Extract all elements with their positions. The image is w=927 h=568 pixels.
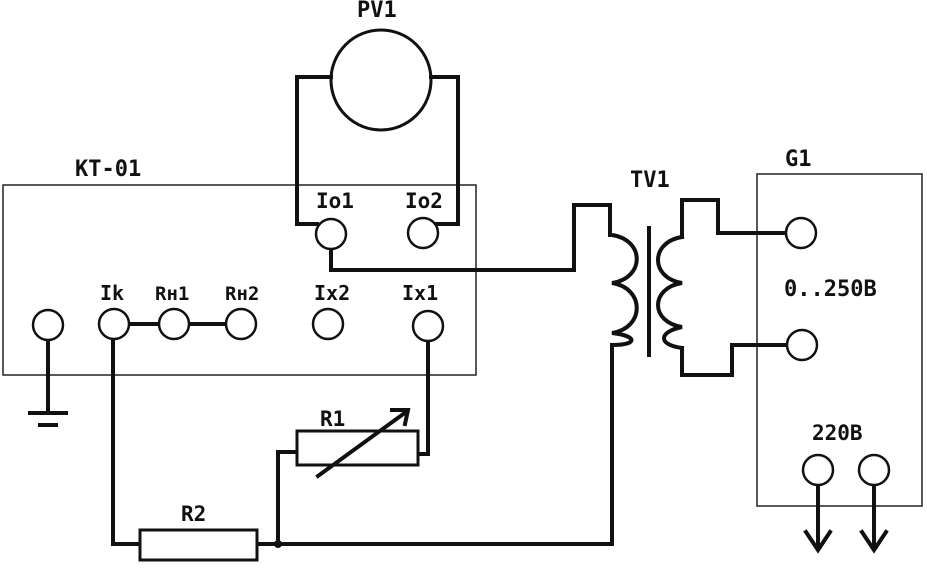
terminal-ix2: [311, 307, 345, 341]
voltmeter-icon: [329, 28, 433, 132]
wire-r1-ix1: [416, 338, 430, 456]
terminal-io1: [314, 217, 348, 251]
g1-range-label: 0..250B: [784, 277, 877, 302]
g1-generator-body: [756, 173, 923, 507]
resistor-icon: [138, 528, 259, 562]
terminal-ix1: [411, 309, 445, 343]
arrow-down-icon: [803, 529, 889, 554]
ik-label: Ik: [100, 281, 124, 305]
pv1-label: PV1: [357, 0, 397, 23]
kt01-label: KT-01: [75, 157, 141, 182]
wire-tv1-g1-top: [680, 198, 788, 239]
rn1-label: Rн1: [155, 283, 189, 305]
wire-junction-r1: [276, 450, 299, 546]
transformer-icon: [609, 226, 685, 357]
r1-label: R1: [320, 407, 345, 431]
terminal-rn1: [157, 307, 191, 341]
kt01-device-body: [2, 184, 477, 376]
wire-pv1-io1: [295, 75, 333, 226]
io1-label: Io1: [316, 189, 354, 213]
terminal-mains-left: [801, 453, 835, 487]
g1-label: G1: [785, 147, 812, 172]
wire-ik-r2: [111, 336, 142, 546]
terminal-ik: [97, 307, 131, 341]
wire-io1-tv1: [329, 203, 612, 272]
terminal-ground: [31, 308, 65, 342]
mains-voltage-label: 220B: [812, 421, 863, 445]
r2-label: R2: [181, 502, 206, 526]
mains-left-arrow: [803, 529, 833, 554]
pv1-voltmeter: [329, 28, 433, 132]
ix1-label: Ix1: [402, 281, 438, 305]
r1-adjust-arrowhead: [390, 408, 411, 427]
io2-label: Io2: [405, 189, 443, 213]
mains-right-arrow: [859, 529, 889, 554]
r2-resistor-body: [138, 528, 259, 562]
wire-pv1-io2: [429, 75, 460, 226]
wire-tv1-g1-bottom: [680, 343, 789, 377]
tv1-secondary-coil: [656, 234, 685, 351]
terminal-g1-out-top: [784, 216, 818, 250]
rn2-label: Rн2: [225, 283, 259, 305]
terminal-mains-right: [857, 453, 891, 487]
ground-icon: [28, 411, 68, 427]
terminal-g1-out-bottom: [785, 328, 819, 362]
r1-adjust-arrow: [315, 409, 409, 479]
variable-resistor-icon: [295, 408, 420, 479]
ix2-label: Ix2: [314, 281, 350, 305]
terminal-io2: [406, 216, 440, 250]
terminal-rn2: [224, 307, 258, 341]
tv1-label: TV1: [630, 168, 670, 193]
wire-junction-tv1: [276, 343, 614, 546]
tv1-primary-coil: [609, 232, 639, 348]
